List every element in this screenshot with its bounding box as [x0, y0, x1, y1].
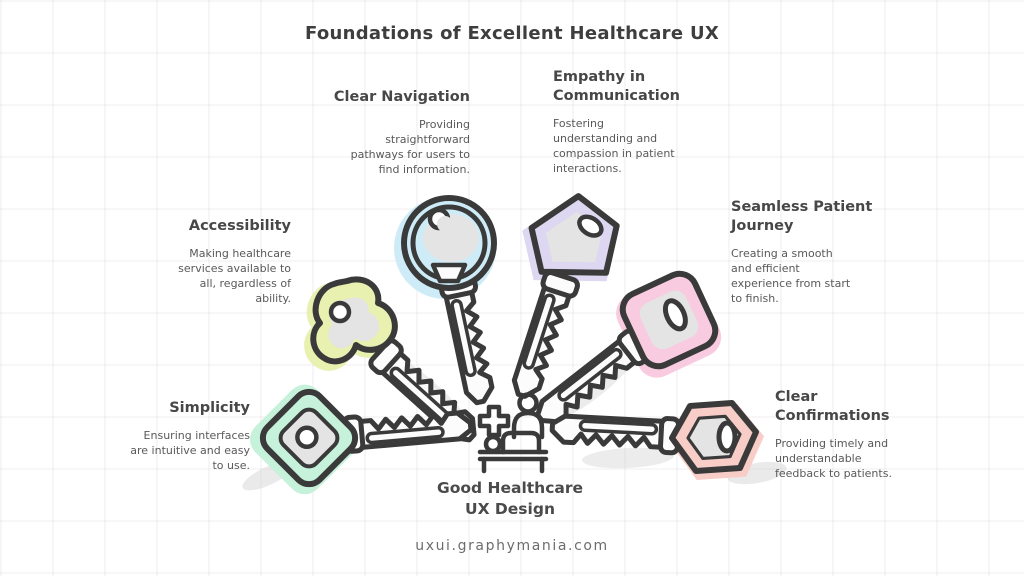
item-description: Ensuring interfaces are intuitive and ea…	[130, 428, 250, 473]
key-blade	[440, 275, 499, 405]
empathy-key-icon	[467, 193, 620, 411]
key-head	[401, 195, 497, 291]
item-heading: Clear Navigation	[333, 89, 470, 105]
keyhole	[295, 425, 319, 450]
label-seamless-patient-journey: Seamless Patient Journey Creating a smoo…	[731, 198, 906, 306]
caregiver-icon	[511, 392, 545, 440]
label-clear-confirmations: Clear Confirmations Providing timely and…	[775, 388, 950, 481]
item-heading: Simplicity	[169, 400, 250, 416]
item-description: Providing timely and understandable feed…	[775, 436, 892, 481]
medical-cross-icon	[477, 404, 511, 438]
key-head	[310, 276, 398, 365]
key-head	[528, 193, 620, 276]
item-heading: Accessibility	[188, 218, 291, 234]
page-title: Foundations of Excellent Healthcare UX	[304, 23, 720, 44]
item-description: Fostering understanding and compassion i…	[553, 116, 675, 176]
key-blade	[551, 413, 679, 454]
key-head	[259, 388, 359, 488]
keyhole	[577, 214, 604, 238]
item-description: Making healthcare services available to …	[178, 246, 291, 306]
label-simplicity: Simplicity Ensuring interfaces are intui…	[65, 399, 250, 473]
patient-bed-icon	[477, 430, 549, 474]
label-empathy-in-communication: Empathy in Communication Fostering under…	[553, 68, 723, 176]
clear-navigation-key-icon	[394, 195, 537, 415]
key-head	[669, 400, 759, 474]
label-accessibility: Accessibility Making healthcare services…	[101, 217, 291, 307]
item-heading: Empathy in Communication	[553, 69, 681, 104]
key-notch	[430, 262, 468, 284]
key-blade	[343, 407, 471, 452]
item-heading: Clear Confirmations	[775, 389, 890, 424]
clear-confirmations-key-icon	[550, 400, 765, 480]
item-description: Creating a smooth and efficient experien…	[731, 246, 851, 306]
accessibility-key-icon	[304, 276, 517, 484]
footer-url: uxui.graphymania.com	[415, 538, 609, 554]
keyhole	[662, 298, 688, 332]
center-caption: Good Healthcare UX Design	[436, 479, 584, 518]
healthcare-icon	[477, 392, 549, 474]
keyhole	[716, 420, 738, 454]
seamless-journey-key-icon	[511, 270, 722, 465]
item-description: Providing straightforward pathways for u…	[350, 117, 470, 177]
item-heading: Seamless Patient Journey	[731, 199, 873, 234]
label-clear-navigation: Clear Navigation Providing straightforwa…	[280, 88, 470, 178]
keyhole	[328, 300, 352, 324]
simplicity-key-icon	[249, 384, 476, 495]
key-head	[619, 270, 719, 370]
